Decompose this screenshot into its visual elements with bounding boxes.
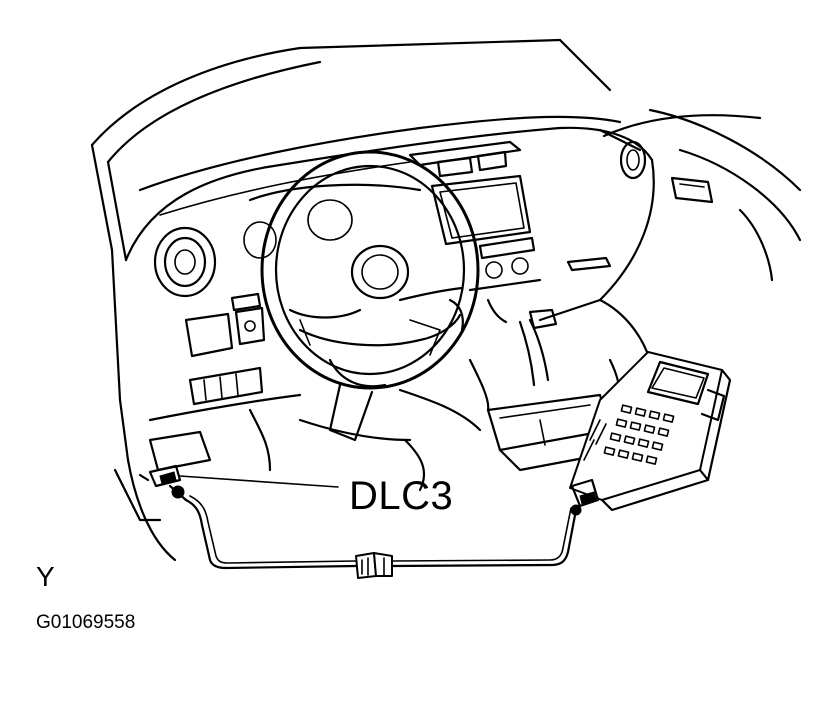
steering-wheel: [260, 150, 480, 390]
hand-held-tester: [569, 351, 732, 512]
left-switch-panel: [148, 292, 302, 472]
tester-keypad: [583, 404, 675, 465]
dlc3-leader-line: [179, 475, 339, 488]
view-label: Y: [36, 561, 55, 592]
door-handle: [670, 176, 714, 204]
lower-dash-panel: [113, 458, 177, 562]
tester-cable: [184, 495, 582, 579]
instrument-cluster: [243, 183, 422, 259]
steering-column: [248, 383, 482, 492]
dashboard-top: [124, 108, 802, 322]
dlc3-label: DLC3: [349, 474, 454, 518]
center-console-panel: [408, 140, 612, 324]
right-air-vent: [619, 140, 647, 180]
windshield-frame: [90, 38, 612, 462]
dlc3-connector: [148, 464, 188, 502]
figure-id: G01069558: [36, 612, 136, 633]
left-air-vent: [153, 226, 217, 298]
